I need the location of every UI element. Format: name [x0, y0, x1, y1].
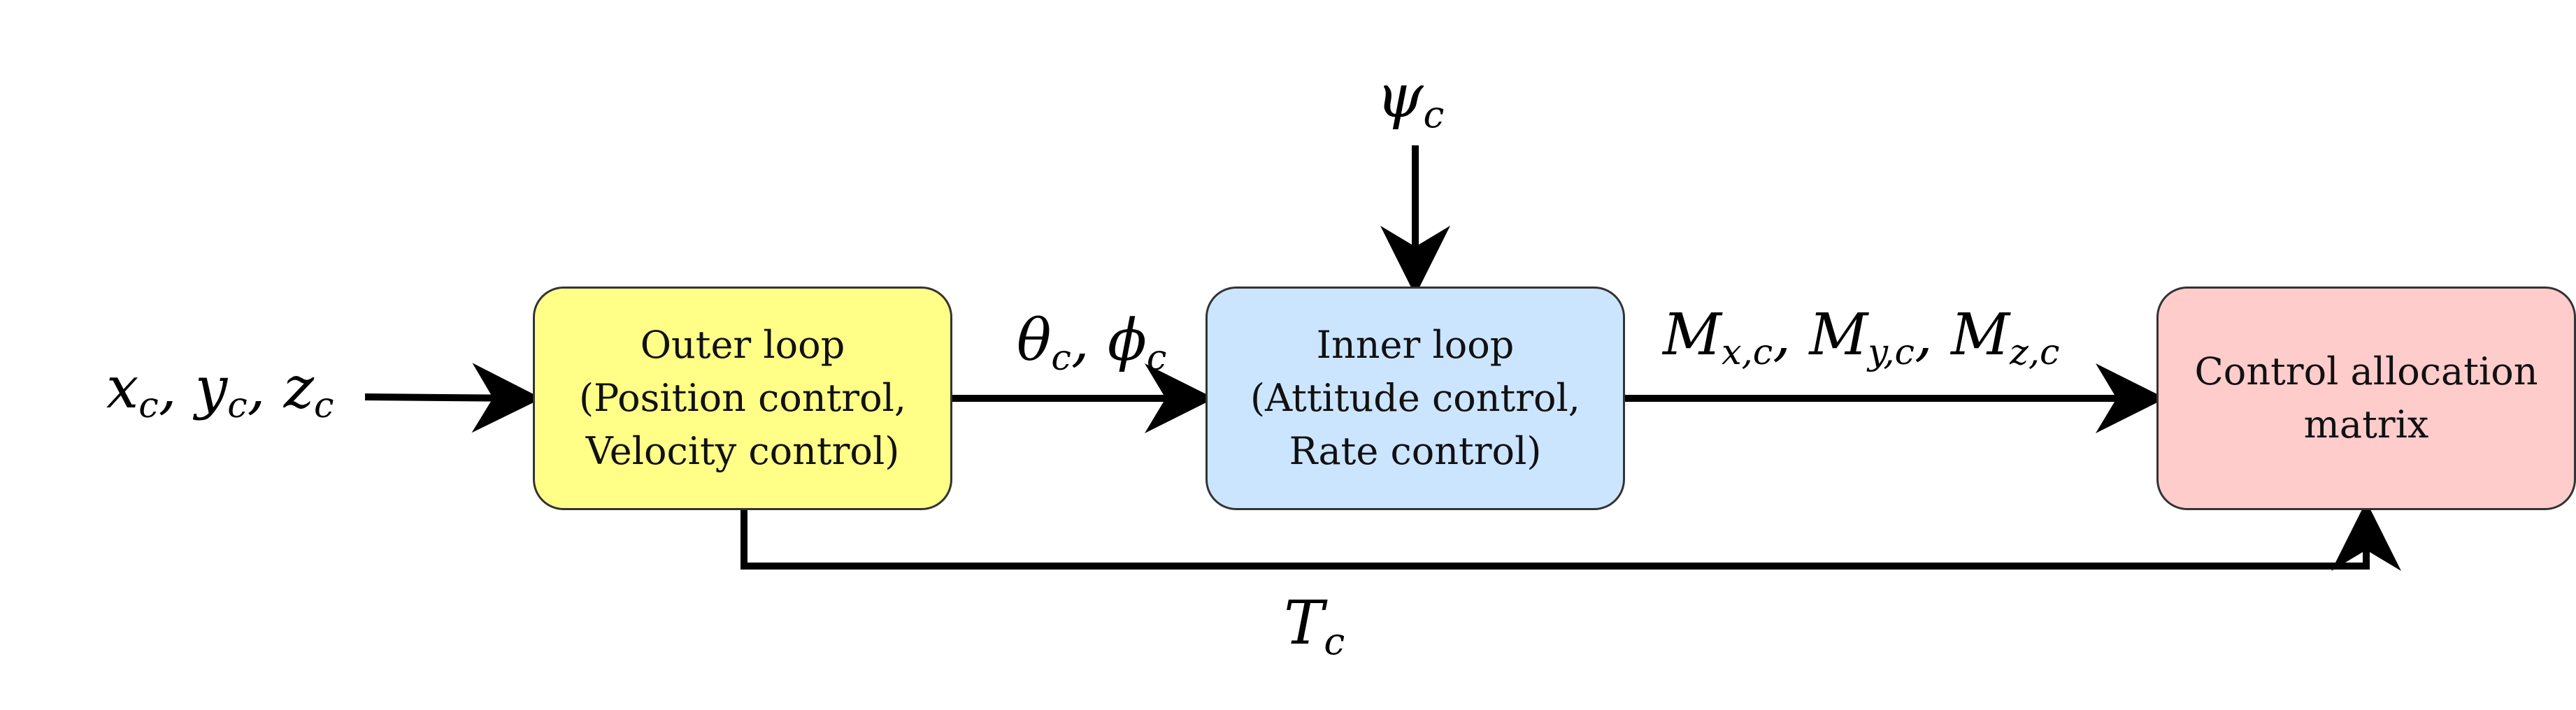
attitude-command-label: θc, ϕc	[1017, 307, 1167, 379]
inner-loop-block: Inner loop (Attitude control, Rate contr…	[1205, 287, 1625, 510]
inner-loop-label-line2: (Attitude control,	[1250, 376, 1580, 420]
control-allocation-block: Control allocation matrix	[2156, 287, 2576, 510]
outer-loop-label-line1: Outer loop	[640, 323, 845, 367]
outer-loop-label-line3: Velocity control)	[585, 429, 900, 473]
inner-loop-label-line1: Inner loop	[1316, 323, 1515, 367]
outer-loop-label-line2: (Position control,	[578, 376, 907, 420]
allocation-label-line1: Control allocation	[2194, 349, 2538, 393]
yaw-command-label: ψc	[1376, 61, 1445, 136]
position-command-label: xc, yc, zc	[106, 355, 334, 426]
thrust-command-label: Tc	[1284, 588, 1345, 663]
inner-loop-label-line3: Rate control)	[1289, 429, 1542, 473]
allocation-label-line2: matrix	[2303, 403, 2429, 447]
outer-loop-block: Outer loop (Position control, Velocity c…	[533, 287, 952, 510]
arrow-position-to-outer	[364, 363, 542, 433]
arrow-thrust-to-allocation	[740, 501, 2401, 571]
moment-command-label: Mx,c, My,c, Mz,c	[1663, 302, 2060, 373]
